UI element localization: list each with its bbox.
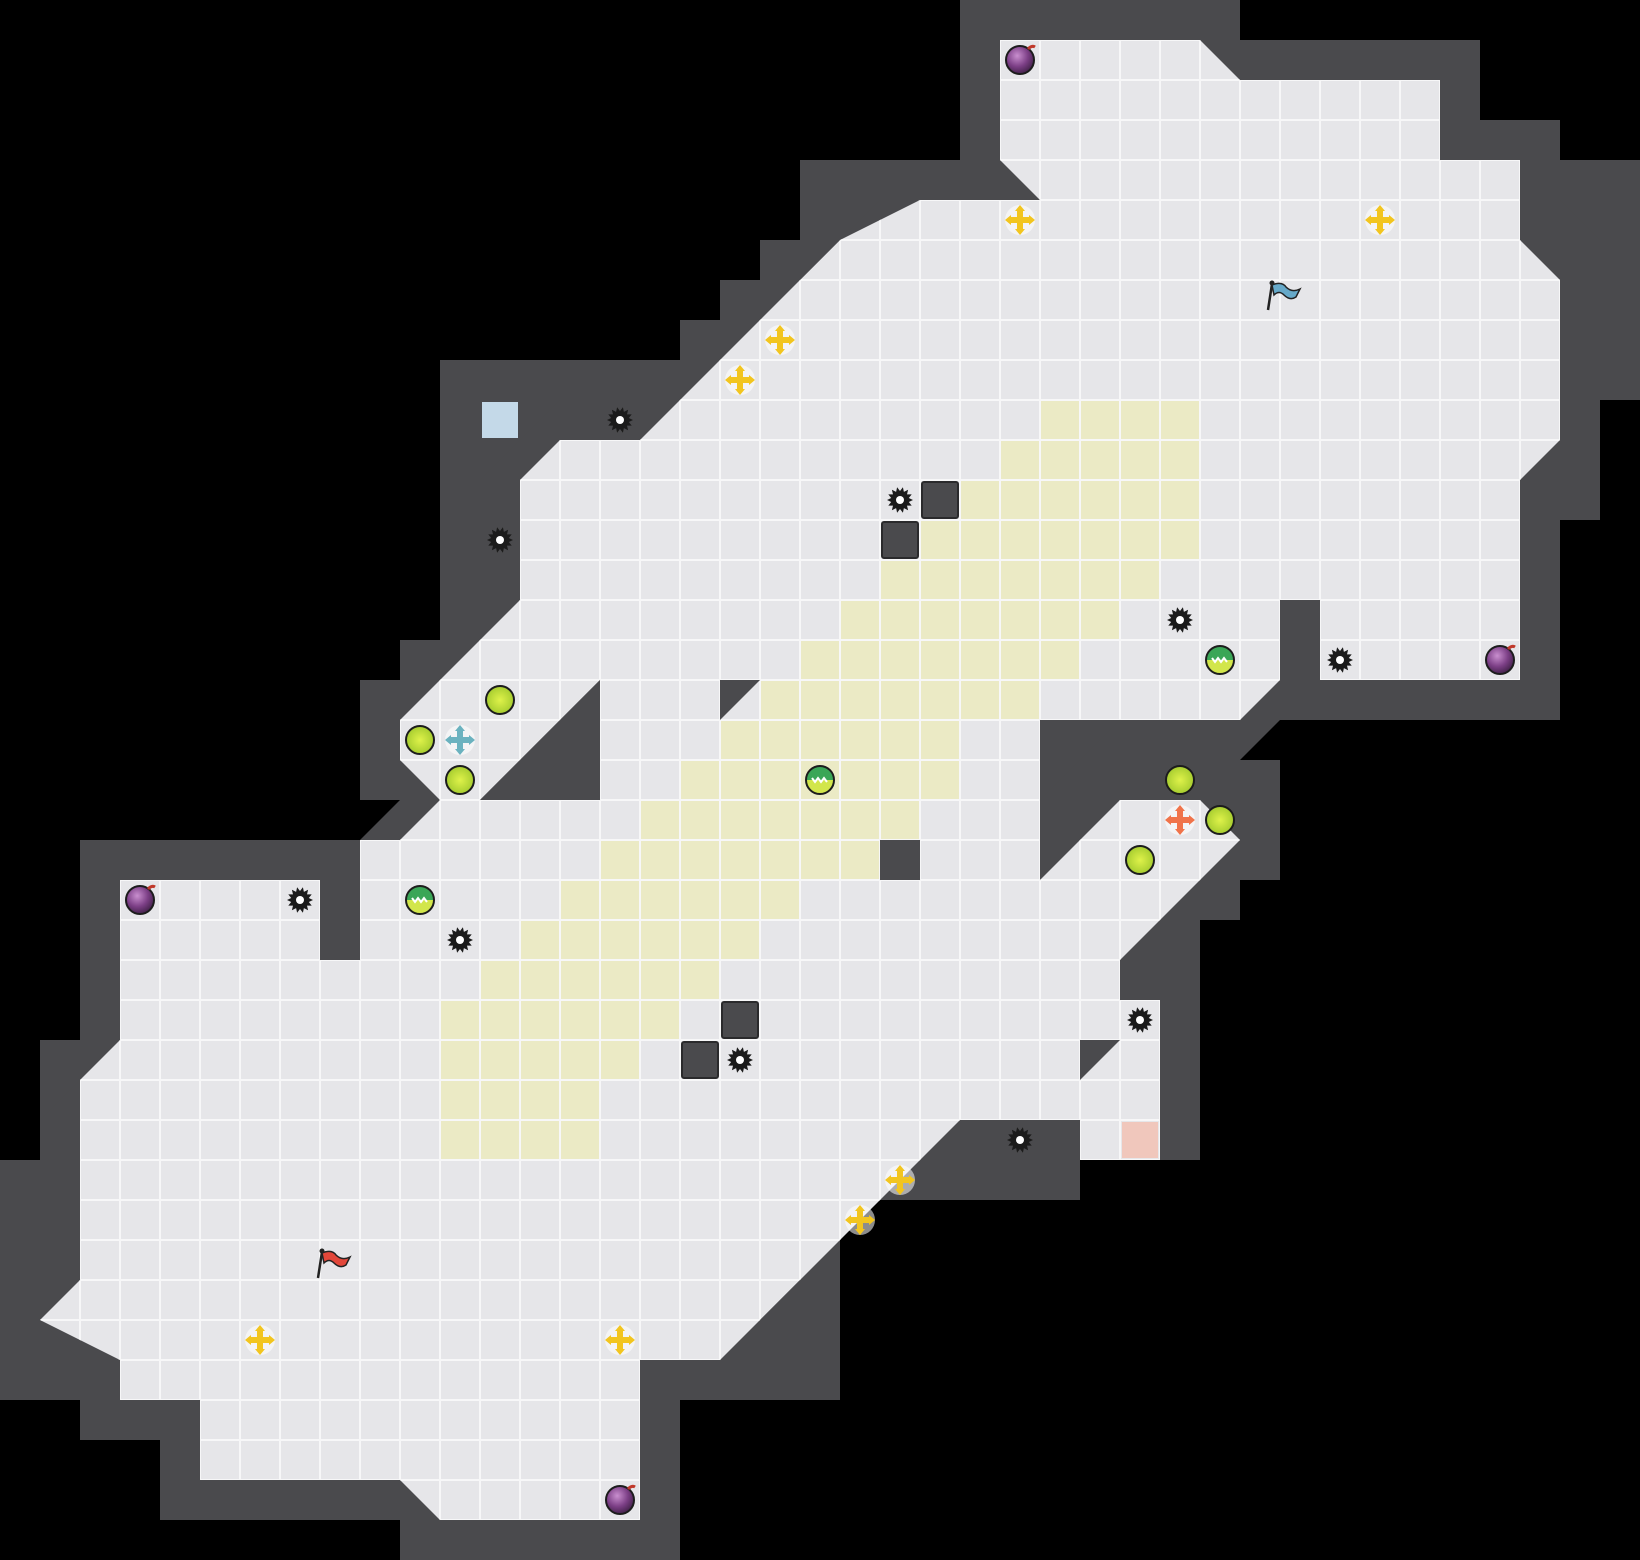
neutral-boost-icon [1005, 205, 1035, 235]
wall-tile [881, 521, 919, 559]
powerup-icon [445, 765, 475, 795]
neutral-boost-icon [1365, 205, 1395, 235]
powerup-icon [485, 685, 515, 715]
spike-icon [287, 887, 313, 913]
red-endzone-tile [1122, 1122, 1158, 1158]
spike-icon [487, 527, 513, 553]
red-flag-icon [316, 1248, 352, 1279]
spike-icon [727, 1047, 753, 1073]
spike-icon [607, 407, 633, 433]
bomb-icon [605, 1484, 636, 1515]
spike-icon [1327, 647, 1353, 673]
spike-icon [887, 487, 913, 513]
powerup-icon [1165, 765, 1195, 795]
neutral-boost-icon [765, 325, 795, 355]
endzones [482, 402, 1158, 1158]
blue-endzone-tile [482, 402, 518, 438]
wall-tiles [681, 481, 959, 1079]
neutral-boost-icon [605, 1325, 635, 1355]
spike-icon [447, 927, 473, 953]
gate-button-icon [405, 885, 435, 915]
boosts [245, 205, 1395, 1355]
neutral-boost-icon [845, 1205, 875, 1235]
red-boost-icon [1165, 805, 1195, 835]
wall-tile [921, 481, 959, 519]
spikes [287, 407, 1353, 1153]
bomb-icon [1005, 44, 1036, 75]
bomb-icon [125, 884, 156, 915]
spike-icon [1127, 1007, 1153, 1033]
powerup-icon [1205, 805, 1235, 835]
powerup-icon [405, 725, 435, 755]
bombs [125, 44, 1516, 1515]
blue-flag-icon [1266, 280, 1302, 311]
spike-icon [1007, 1127, 1033, 1153]
flags [316, 280, 1302, 1279]
powerups [405, 685, 1235, 875]
wall-tile [721, 1001, 759, 1039]
gates [405, 645, 1235, 915]
neutral-boost-icon [245, 1325, 275, 1355]
neutral-boost-icon [885, 1165, 915, 1195]
wall-tile [681, 1041, 719, 1079]
blue-boost-icon [445, 725, 475, 755]
gate-button-icon [1205, 645, 1235, 675]
spike-icon [1167, 607, 1193, 633]
bomb-icon [1485, 644, 1516, 675]
powerup-icon [1125, 845, 1155, 875]
neutral-boost-icon [725, 365, 755, 395]
interior-walls [40, 200, 1600, 1360]
gate-button-icon [805, 765, 835, 795]
